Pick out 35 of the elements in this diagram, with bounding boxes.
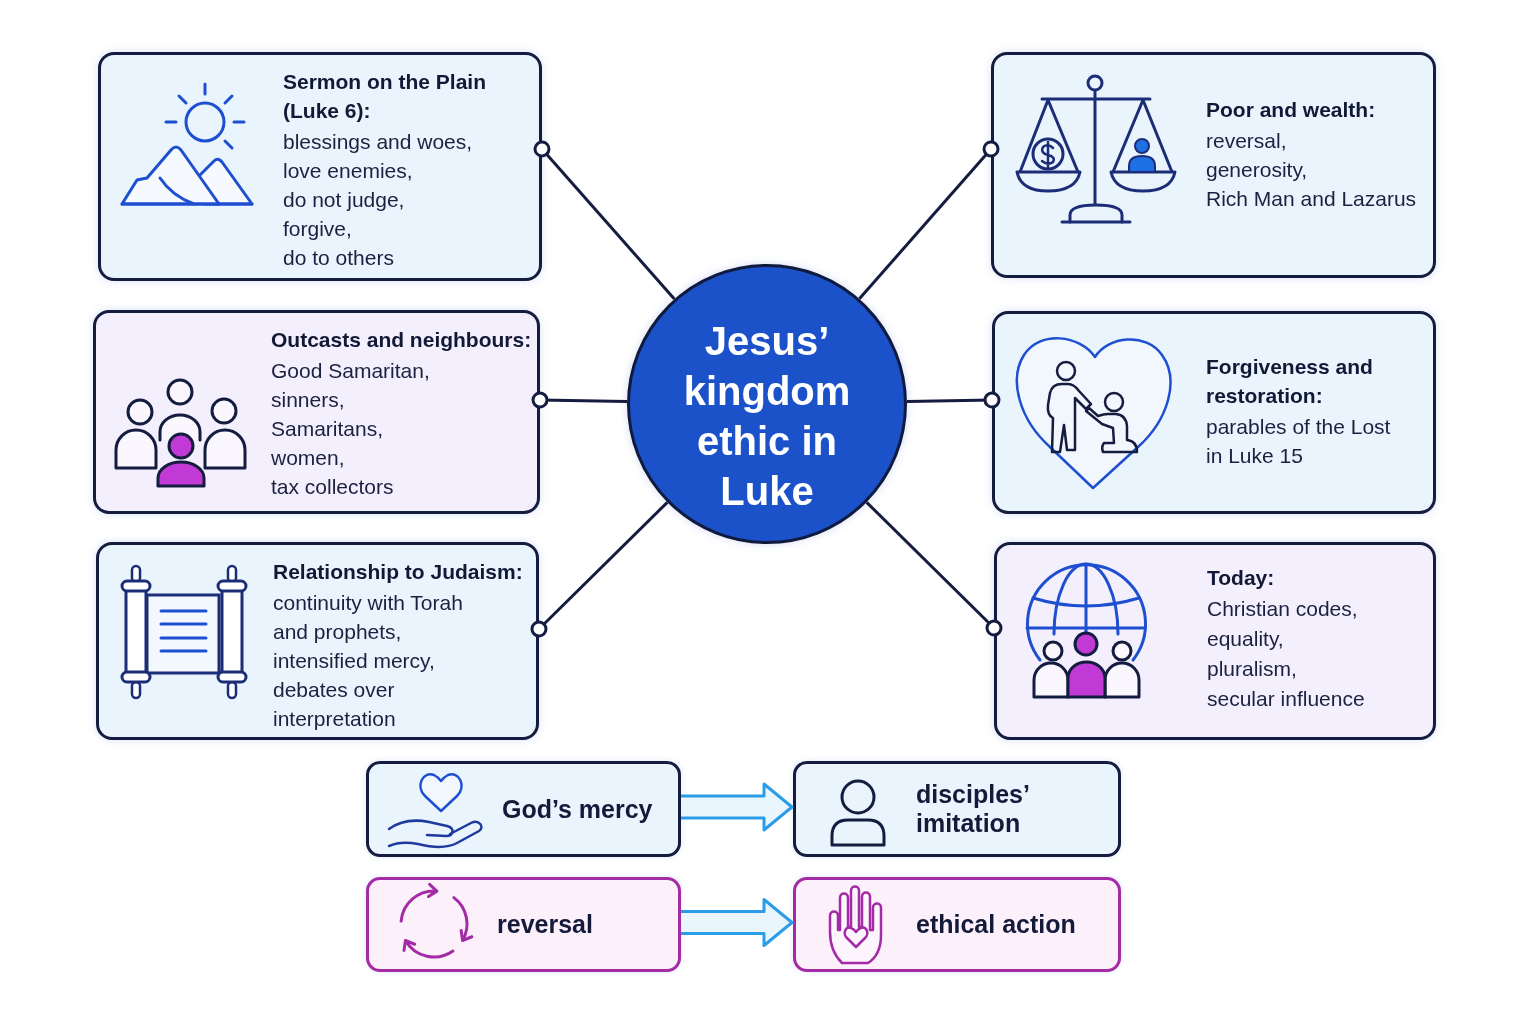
block-arrow [679,898,794,947]
card-text: reversal, generosity, Rich Man and Lazarus [1206,128,1417,212]
concept-label: reversal [497,910,593,939]
card-text: Christian codes, equality, pluralism, secular influence [1207,596,1365,712]
connector-line [906,391,1001,409]
concept-label: God’s mercy [502,794,653,824]
concept-box [793,877,1121,972]
topic-card [98,52,542,281]
connector-line [533,140,676,300]
connector-line [530,501,669,638]
concept-box [793,761,1121,857]
concept-label: ethical action [916,910,1076,939]
topic-card [991,52,1436,278]
card-heading: Poor and wealth: [1206,97,1376,123]
card-text: blessings and woes, love enemies, do not judge, forgive, do to others [283,129,473,271]
connector-line [858,140,1000,300]
card-heading: Outcasts and neighbours: [271,327,532,353]
topic-card [93,310,540,514]
concept-label: disciples’ imitation [916,780,1030,838]
card-text: continuity with Torah and prophets, intensified mercy, debates over interpretation [273,590,464,732]
block-arrow [679,782,794,832]
topic-card [992,311,1436,514]
topic-card [96,542,539,740]
central-title: Jesus’ kingdom ethic in Luke [682,318,852,515]
connector-line [865,501,1003,637]
card-text: parables of the Lost in Luke 15 [1206,414,1392,469]
concept-box [366,761,681,857]
card-heading: Sermon on the Plain (Luke 6): [283,69,488,124]
card-text: Good Samaritan, sinners, Samaritans, women, tax collectors [271,358,430,500]
connector-line [531,391,628,409]
topic-card [994,542,1436,740]
card-heading: Today: [1207,565,1275,591]
concept-box [366,877,681,972]
card-heading: Relationship to Judaism: [273,559,523,585]
card-heading: Forgiveness and restoration: [1206,354,1374,409]
